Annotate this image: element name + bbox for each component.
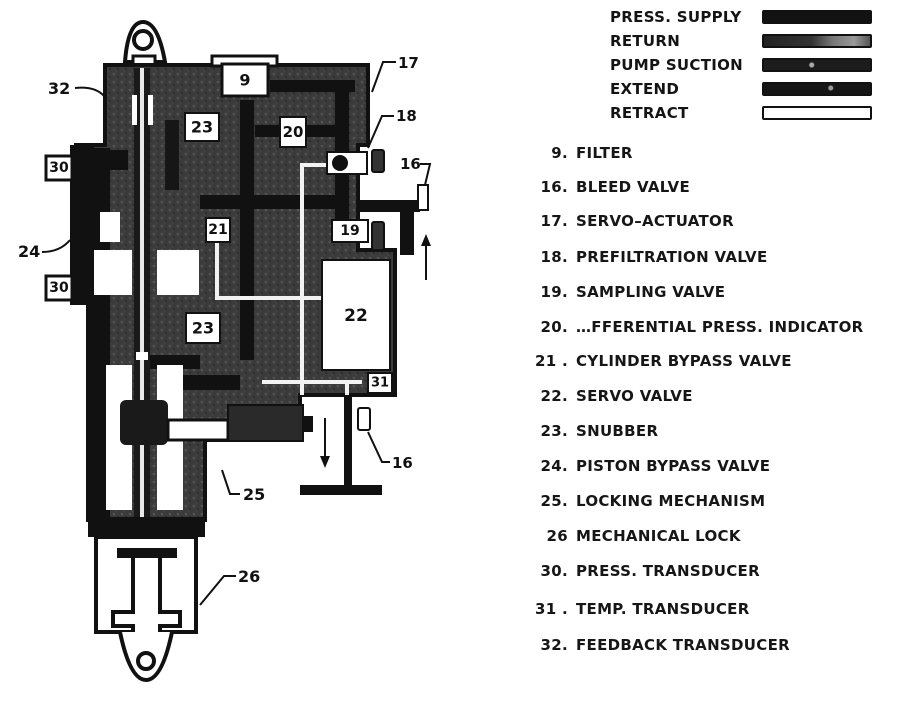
- svg-text:16: 16: [400, 155, 421, 173]
- part-item: 30. PRESS. TRANSDUCER: [528, 558, 760, 584]
- svg-text:9: 9: [239, 71, 250, 90]
- part-item: 31 . TEMP. TRANSDUCER: [528, 596, 750, 622]
- part-number: 25.: [540, 492, 568, 510]
- box-press-30-lower: 30: [44, 274, 74, 302]
- box-sampling-19: 19: [331, 219, 369, 243]
- callout-16-top: 16: [400, 155, 432, 186]
- callout-26: 26: [199, 567, 260, 606]
- svg-text:18: 18: [396, 107, 417, 125]
- part-number: 20.: [540, 318, 568, 336]
- swatch-pump-suction: [762, 58, 872, 72]
- svg-text:22: 22: [344, 306, 368, 326]
- part-name: FEEDBACK TRANSDUCER: [576, 636, 790, 654]
- part-number: 23.: [540, 422, 568, 440]
- part-name: CYLINDER BYPASS VALVE: [576, 352, 792, 370]
- box-snubber-23-mid: 23: [185, 312, 221, 344]
- part-name: TEMP. TRANSDUCER: [576, 600, 750, 618]
- part-item: 26 MECHANICAL LOCK: [528, 523, 741, 549]
- part-number: 31 .: [535, 600, 568, 618]
- part-number: 19.: [540, 283, 568, 301]
- part-item: 23. SNUBBER: [528, 418, 658, 444]
- part-name: SERVO VALVE: [576, 387, 693, 405]
- part-name: PREFILTRATION VALVE: [576, 248, 768, 266]
- svg-text:16: 16: [392, 454, 413, 472]
- part-item: 25. LOCKING MECHANISM: [528, 488, 766, 514]
- part-number: 21 .: [535, 352, 568, 370]
- part-name: MECHANICAL LOCK: [576, 527, 741, 545]
- part-item: 18. PREFILTRATION VALVE: [528, 244, 768, 270]
- swatch-return: [762, 34, 872, 48]
- swatch-retract: [762, 106, 872, 120]
- legend-label: RETURN: [610, 32, 681, 50]
- part-name: FILTER: [576, 144, 633, 162]
- box-snubber-23-top: 23: [184, 112, 220, 142]
- part-name: PISTON BYPASS VALVE: [576, 457, 771, 475]
- servo-actuator-schematic: 9 23 20 21 19 22 23 31 30 30 32: [18, 19, 432, 683]
- callout-16-bottom: 16: [367, 431, 413, 472]
- box-bypass-21: 21: [205, 217, 231, 243]
- part-item: 20. …FFERENTIAL PRESS. INDICATOR: [528, 314, 864, 340]
- part-item: 22. SERVO VALVE: [528, 383, 693, 409]
- box-prefilter: [326, 151, 368, 175]
- part-item: 9. FILTER: [528, 140, 633, 166]
- box-filter-9: 9: [220, 62, 270, 98]
- part-number: 16.: [540, 178, 568, 196]
- svg-text:30: 30: [49, 160, 69, 176]
- callout-32: 32: [48, 79, 105, 98]
- external-lines: [300, 149, 431, 495]
- svg-text:23: 23: [192, 319, 214, 338]
- callout-18: 18: [367, 107, 417, 149]
- part-name: PRESS. TRANSDUCER: [576, 562, 760, 580]
- box-press-30-upper: 30: [44, 154, 74, 182]
- svg-text:25: 25: [243, 485, 265, 504]
- part-number: 24.: [540, 457, 568, 475]
- part-item: 24. PISTON BYPASS VALVE: [528, 453, 770, 479]
- svg-text:31: 31: [371, 376, 389, 391]
- part-number: 17.: [540, 212, 568, 230]
- part-item: 17. SERVO–ACTUATOR: [528, 208, 734, 234]
- part-name: SNUBBER: [576, 422, 659, 440]
- svg-text:24: 24: [18, 242, 40, 261]
- part-item: 16. BLEED VALVE: [528, 174, 690, 200]
- part-name: BLEED VALVE: [576, 178, 691, 196]
- svg-text:26: 26: [238, 567, 260, 586]
- callout-25: 25: [221, 469, 265, 504]
- legend-label: RETRACT: [610, 104, 689, 122]
- part-name: SERVO–ACTUATOR: [576, 212, 734, 230]
- top-mounting-eye: [122, 19, 168, 70]
- svg-text:23: 23: [191, 118, 213, 137]
- transducer-plate: [70, 145, 94, 305]
- legend-label: EXTEND: [610, 80, 680, 98]
- part-number: 32.: [540, 636, 568, 654]
- legend-label: PRESS. SUPPLY: [610, 8, 742, 26]
- part-name: LOCKING MECHANISM: [576, 492, 766, 510]
- swatch-extend: [762, 82, 872, 96]
- box-indicator-20: 20: [279, 116, 307, 148]
- svg-text:19: 19: [340, 223, 359, 239]
- box-temp-31: 31: [367, 372, 393, 394]
- part-number: 22.: [540, 387, 568, 405]
- svg-text:32: 32: [48, 79, 70, 98]
- part-number: 9.: [551, 144, 568, 162]
- callout-24: 24: [18, 239, 71, 261]
- svg-text:20: 20: [283, 123, 304, 141]
- part-item: 19. SAMPLING VALVE: [528, 279, 725, 305]
- svg-text:21: 21: [208, 222, 227, 238]
- part-number: 26: [546, 527, 568, 545]
- box-servo-valve-22: 22: [321, 259, 391, 371]
- legend-label: PUMP SUCTION: [610, 56, 744, 74]
- swatch-press-supply: [762, 10, 872, 24]
- part-item: 21 . CYLINDER BYPASS VALVE: [528, 348, 792, 374]
- part-name: SAMPLING VALVE: [576, 283, 726, 301]
- callout-17: 17: [371, 54, 419, 93]
- mechanical-lock-assembly: [88, 517, 205, 683]
- part-name: …FFERENTIAL PRESS. INDICATOR: [576, 318, 864, 336]
- part-item: 32. FEEDBACK TRANSDUCER: [528, 632, 790, 658]
- svg-text:17: 17: [398, 54, 419, 72]
- svg-text:30: 30: [49, 280, 69, 296]
- part-number: 18.: [540, 248, 568, 266]
- part-number: 30.: [540, 562, 568, 580]
